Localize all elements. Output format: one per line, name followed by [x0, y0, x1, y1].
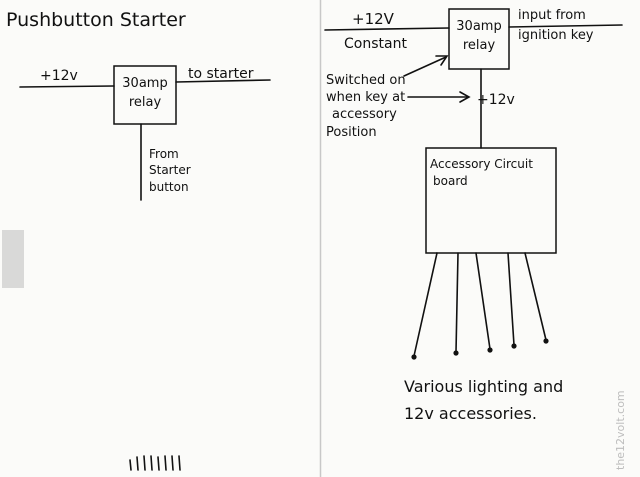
right-output-label: +12v: [477, 92, 515, 108]
note-arrow-to-output: [407, 91, 471, 103]
left-output-wire: [175, 79, 271, 83]
right-note-4: Position: [326, 125, 377, 140]
right-power-wire: [324, 27, 450, 31]
caption-line-2: 12v accessories.: [404, 404, 537, 423]
watermark: the12volt.com: [614, 390, 627, 470]
caption-line-1: Various lighting and: [404, 377, 563, 396]
smudge-mark: [2, 230, 24, 288]
right-constant-label: Constant: [344, 36, 407, 52]
left-input-label-3: button: [149, 180, 189, 194]
left-input-label-2: Starter: [149, 163, 191, 177]
right-input-label-1: input from: [518, 8, 586, 23]
left-relay-label-1: 30amp: [122, 76, 167, 91]
left-output-label: to starter: [188, 66, 254, 82]
left-input-label-1: From: [149, 147, 179, 161]
right-relay-label-2: relay: [463, 38, 496, 53]
right-relay-label-1: 30amp: [456, 19, 501, 34]
board-label-1: Accessory Circuit: [430, 157, 533, 171]
accessory-wires: [411, 252, 549, 360]
left-title: Pushbutton Starter: [6, 9, 186, 31]
right-relay-box: [448, 8, 510, 70]
left-relay-label-2: relay: [129, 95, 162, 110]
pencil-tick-marks: [129, 455, 181, 471]
left-power-wire: [19, 85, 115, 88]
note-arrow-to-relay: [403, 55, 449, 77]
left-power-label: +12v: [40, 68, 78, 84]
right-ignition-wire: [508, 24, 623, 28]
board-label-2: board: [433, 174, 468, 188]
right-note-1: Switched on: [326, 73, 406, 88]
right-note-3: accessory: [332, 107, 397, 122]
right-note-2: when key at: [326, 90, 405, 105]
accessory-board-box: [425, 147, 557, 254]
right-input-label-2: ignition key: [518, 28, 594, 43]
right-power-label: +12V: [352, 10, 395, 28]
left-relay-box: [113, 65, 177, 125]
